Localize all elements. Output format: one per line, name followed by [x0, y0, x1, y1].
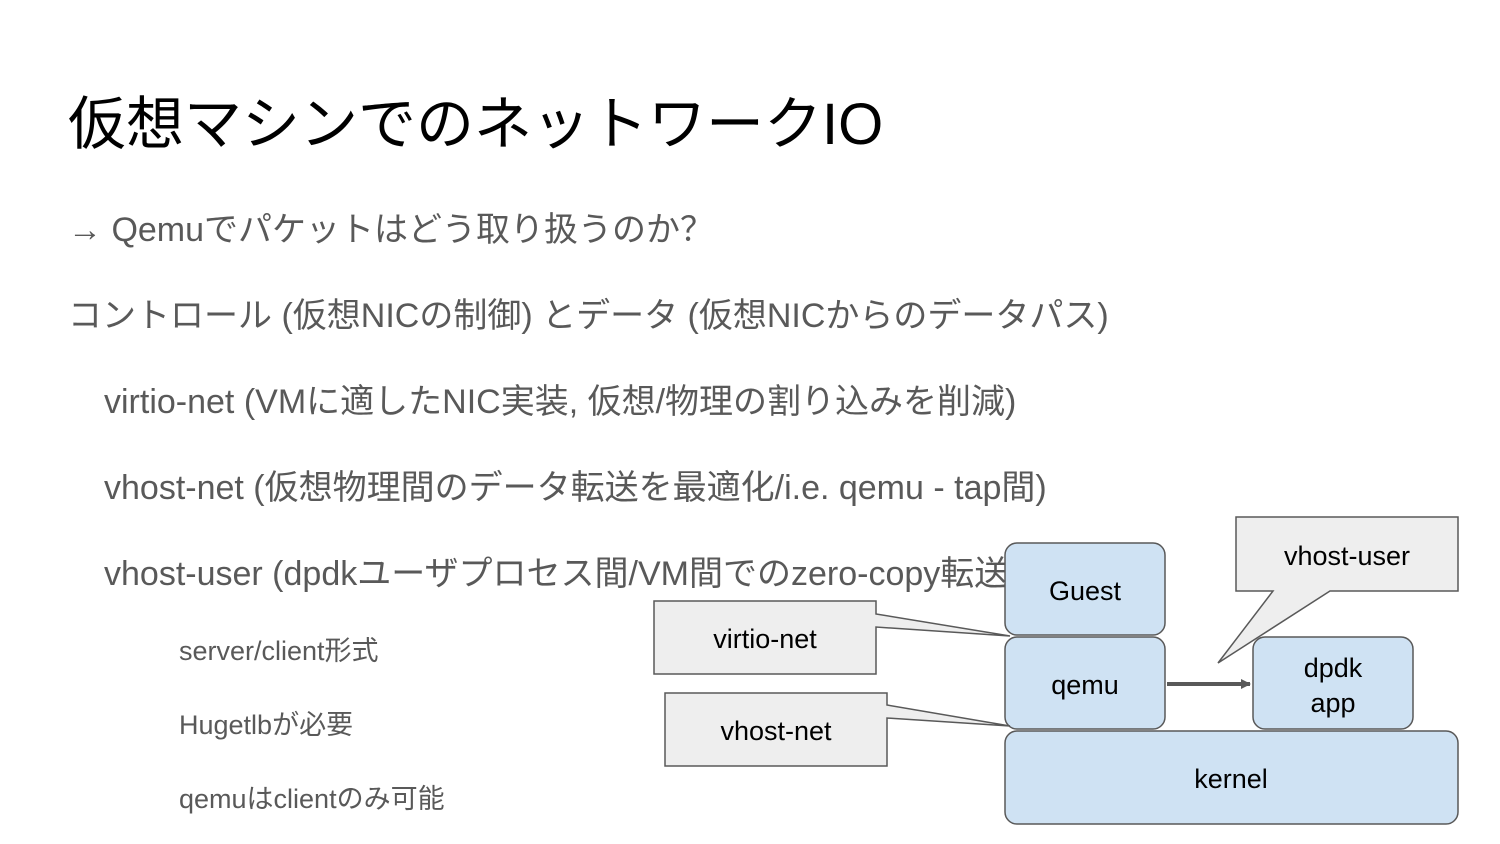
kernel-box: kernel — [1004, 730, 1459, 825]
dpdk-app-box: dpdk app — [1252, 636, 1414, 730]
guest-label: Guest — [1049, 576, 1122, 606]
virtio-net-callout: virtio-net — [653, 600, 1011, 675]
qemu-box: qemu — [1004, 636, 1166, 730]
slide-title: 仮想マシンでのネットワークIO — [68, 92, 884, 157]
kernel-label: kernel — [1194, 764, 1268, 794]
vhost-user-callout-label: vhost-user — [1284, 541, 1410, 571]
bullet-qemu-packets: → Qemuでパケットはどう取り扱うのか？ — [68, 211, 715, 249]
dpdk-label: dpdk — [1304, 653, 1363, 683]
bullet-virtio-net: virtio-net (VMに適したNIC実装, 仮想/物理の割り込みを削減) — [104, 383, 1017, 421]
subbullet-server-client: server/client形式 — [179, 636, 379, 666]
vhost-net-callout-label: vhost-net — [720, 716, 832, 746]
virtio-net-callout-label: virtio-net — [713, 624, 817, 654]
guest-box: Guest — [1004, 542, 1166, 636]
bullet-vhost-user: vhost-user (dpdkユーザプロセス間/VM間でのzero-copy転… — [104, 555, 1020, 593]
bullet-control-data: コントロール (仮想NICの制御) とデータ (仮想NICからのデータパス) — [68, 297, 1109, 335]
subbullet-hugetlb: Hugetlbが必要 — [179, 710, 354, 740]
app-label: app — [1310, 688, 1355, 718]
vhost-user-callout: vhost-user — [1217, 516, 1459, 664]
subbullet-qemu-client: qemuはclientのみ可能 — [179, 784, 445, 814]
bullet-vhost-net: vhost-net (仮想物理間のデータ転送を最適化/i.e. qemu - t… — [104, 469, 1047, 507]
vhost-net-callout: vhost-net — [664, 692, 1011, 767]
qemu-label: qemu — [1051, 670, 1119, 700]
